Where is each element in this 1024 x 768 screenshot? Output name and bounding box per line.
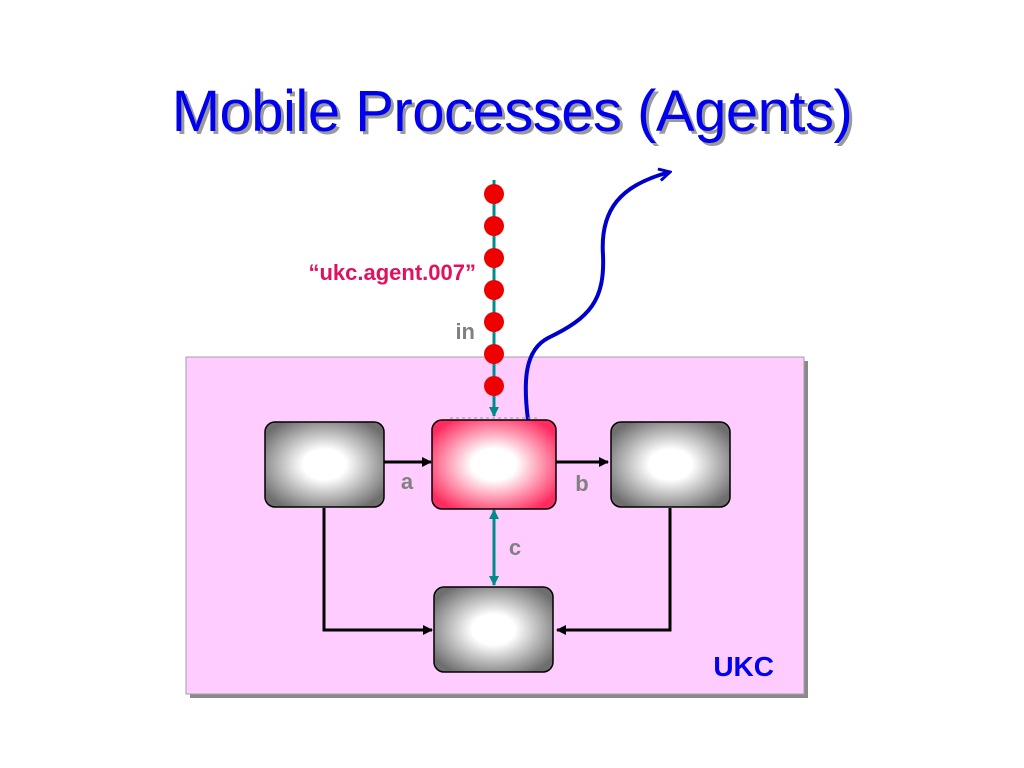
left-feedback-line [322,508,433,635]
process-box-bottom [433,586,554,673]
token-dot [484,344,504,364]
channel-in-tokens [484,184,504,396]
token-dot [484,312,504,332]
channel-name-label: “ukc.agent.007” [308,260,476,285]
process-box-left [264,421,385,508]
right-feedback-line [556,508,672,635]
process-box-right [610,421,731,508]
agent-migration-path [523,172,670,421]
network-label: UKC [713,651,774,682]
token-dot [484,216,504,236]
token-dot [484,280,504,300]
slide-title: Mobile Processes (Agents) [171,79,853,144]
token-dot [484,248,504,268]
token-dot [484,376,504,396]
channel-c-label: c [509,535,521,560]
channel-in-label: in [455,319,475,344]
channel-b-label: b [575,471,588,496]
token-dot [484,184,504,204]
process-box-agent [431,419,557,510]
channel-a-label: a [401,469,414,494]
